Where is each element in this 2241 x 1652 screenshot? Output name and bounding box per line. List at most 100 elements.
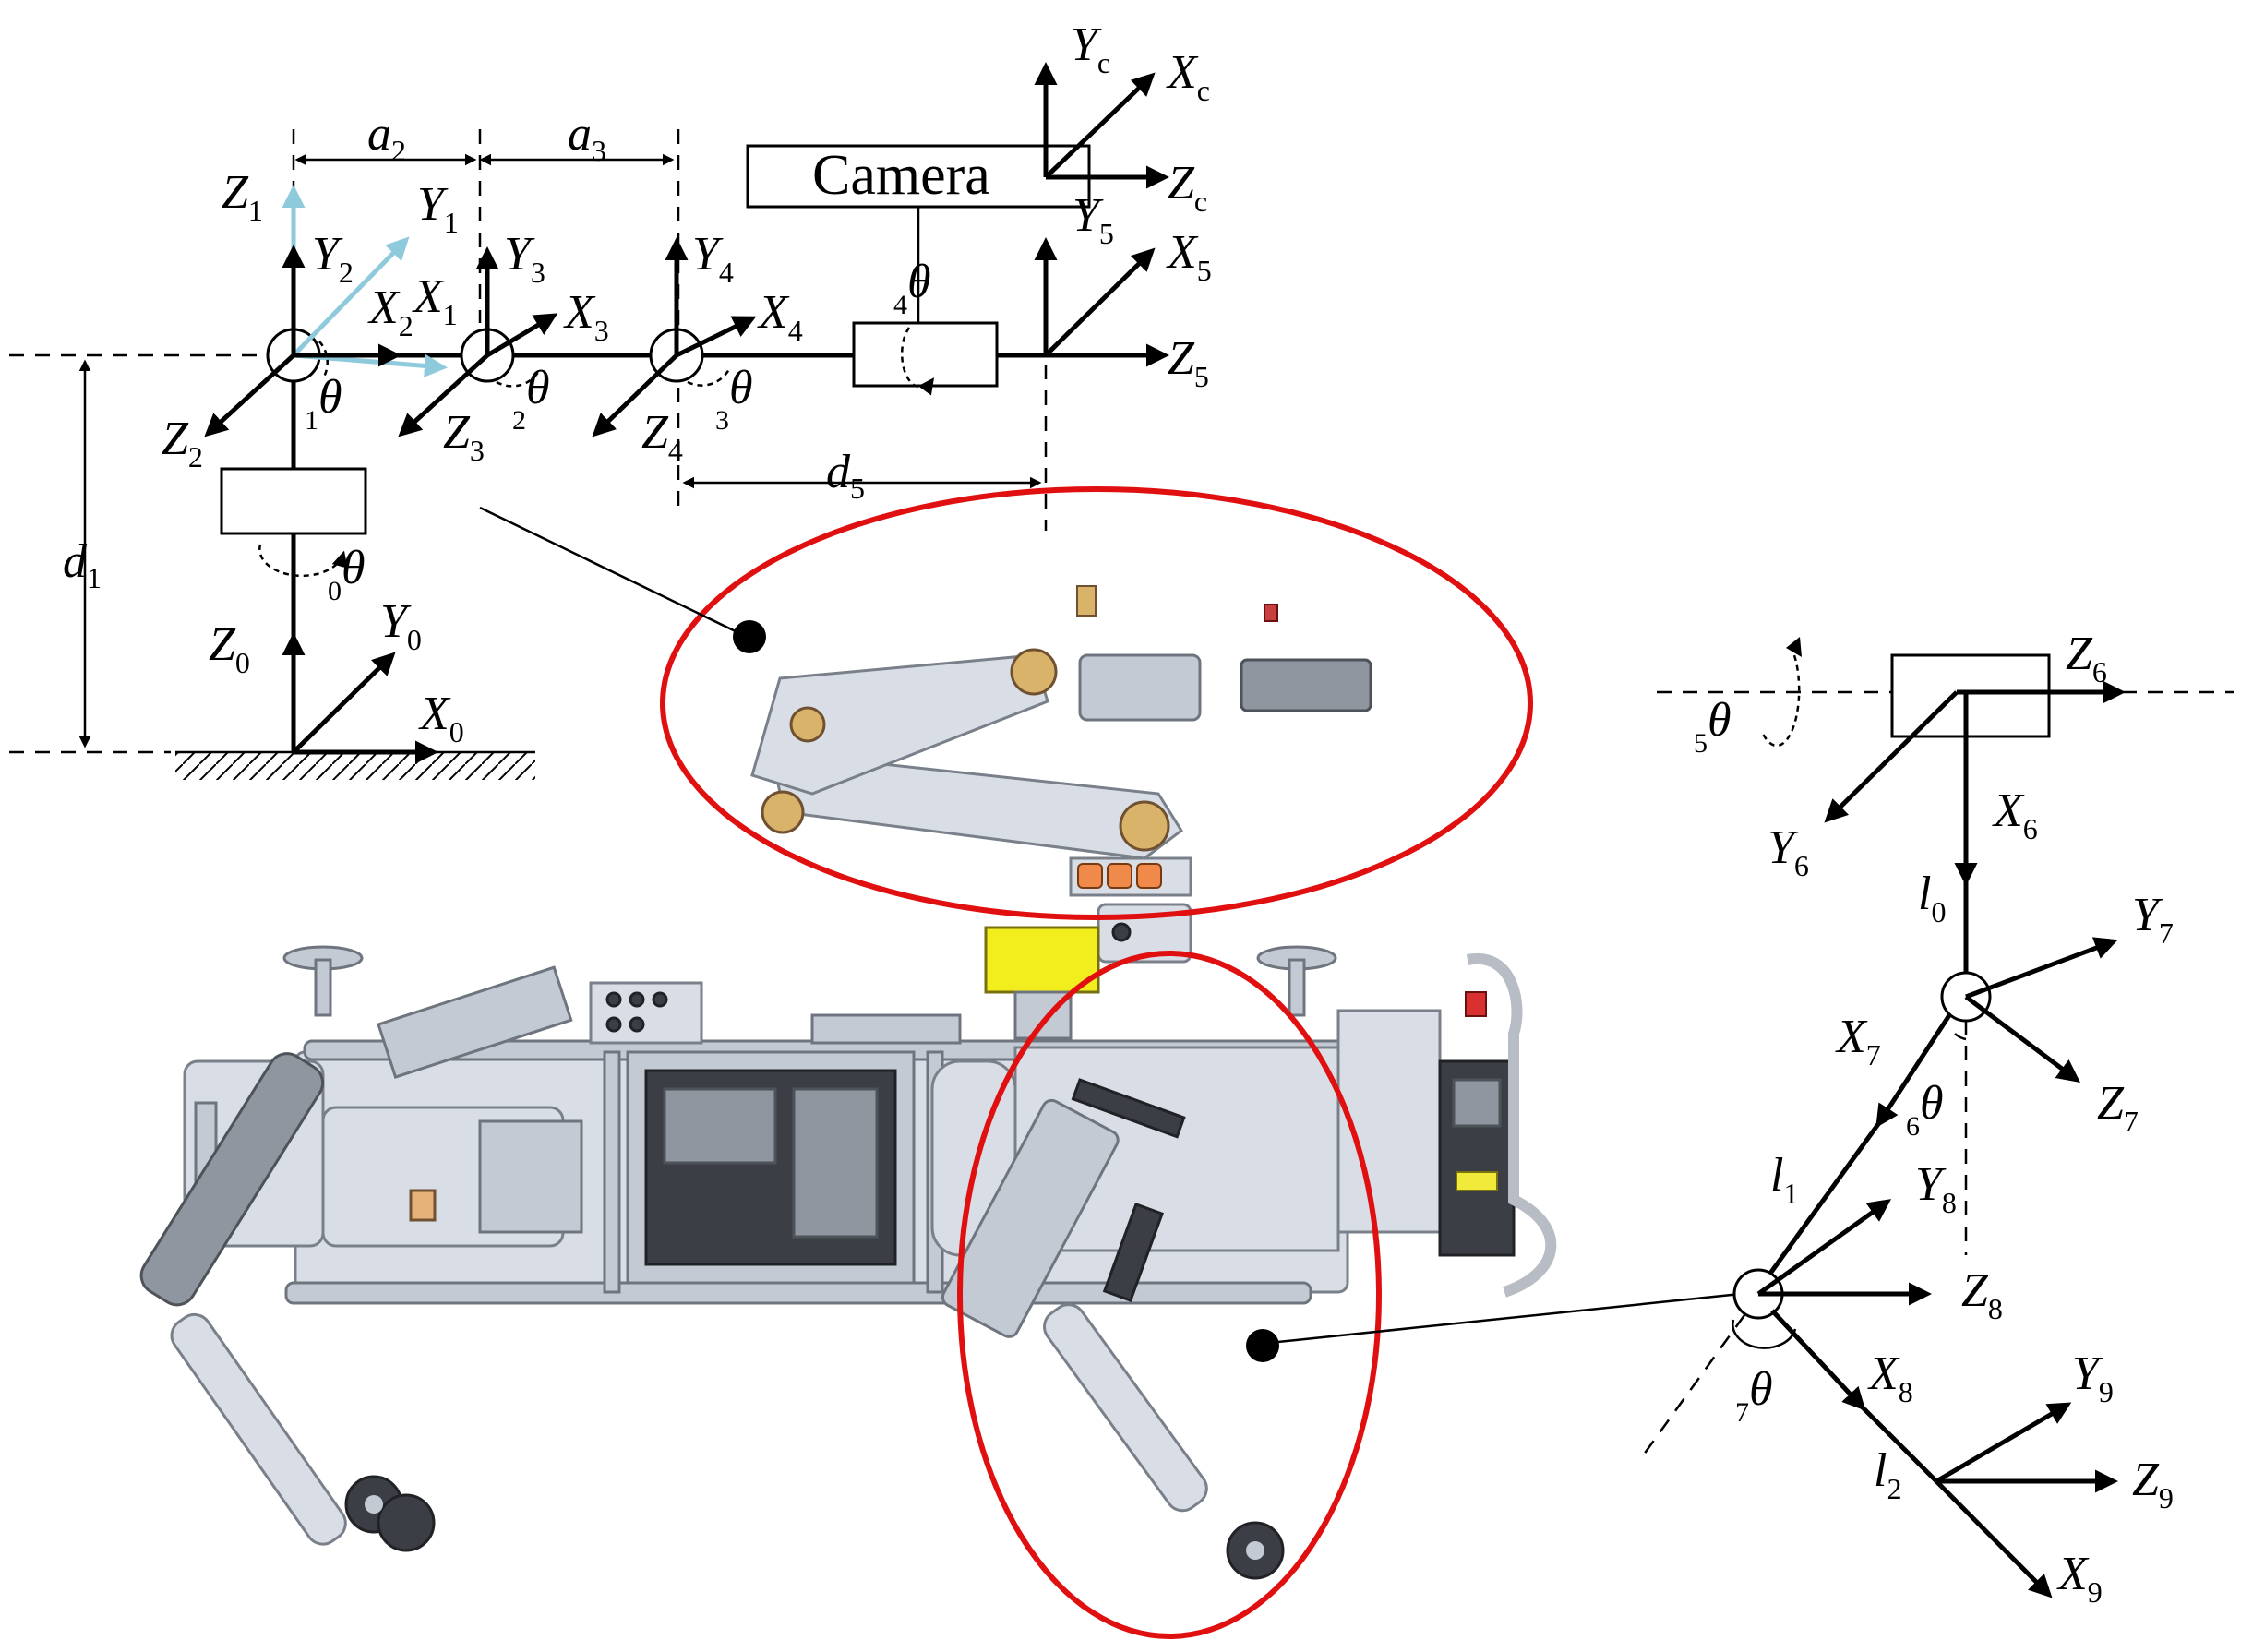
label-z0: Z0 — [209, 618, 250, 679]
label-z4: Z4 — [641, 406, 683, 467]
label-yc: Yc — [1071, 18, 1110, 79]
camera-label: Camera — [812, 144, 990, 207]
axis-y8 — [1756, 1199, 1892, 1297]
pipe-left — [603, 1050, 621, 1294]
lower-rail — [284, 1281, 1312, 1305]
top-plate — [810, 1013, 962, 1045]
rotation-theta2 — [496, 368, 542, 388]
axis-z3 — [398, 353, 489, 437]
axis-z2 — [204, 353, 295, 437]
label-y7: Y7 — [2132, 889, 2174, 950]
axis-y7 — [1965, 937, 2118, 1000]
label-y3: Y3 — [504, 228, 545, 289]
arm-upper-link — [750, 653, 1049, 796]
rotation-theta4 — [900, 327, 935, 396]
axis-y9 — [1935, 1402, 2072, 1484]
rotation-theta1 — [318, 341, 329, 379]
label-x1: X1 — [412, 270, 458, 331]
label-xc: Xc — [1166, 46, 1210, 107]
label-d1: d1 — [63, 535, 102, 594]
label-z9: Z9 — [2132, 1454, 2174, 1514]
leg-schematic — [1639, 637, 2234, 1598]
camera-box — [746, 144, 1091, 209]
label-zc: Zc — [1168, 157, 1207, 218]
label-l2: l2 — [1874, 1444, 1901, 1505]
label-z3: Z3 — [443, 406, 485, 467]
label-theta4: 4θ — [893, 256, 931, 320]
arm-highlight-ellipse — [660, 486, 1533, 920]
label-x2: X2 — [367, 281, 413, 342]
arm-elbow-gear — [1119, 800, 1170, 852]
rotation-theta0 — [258, 544, 348, 578]
pcb-left — [663, 1087, 777, 1165]
label-z5: Z5 — [1168, 332, 1209, 393]
label-theta3: 3θ — [715, 362, 753, 436]
front-thigh — [139, 1052, 325, 1307]
label-z6: Z6 — [2066, 628, 2107, 688]
label-theta5: 5θ — [1694, 694, 1732, 759]
leg-highlight-ellipse — [957, 951, 1382, 1639]
label-y6: Y6 — [1768, 821, 1809, 882]
axis-y6 — [1824, 690, 1959, 823]
rear-frame — [1336, 1009, 1442, 1234]
axis-y0 — [292, 652, 396, 754]
hip-joint-box — [1890, 653, 2051, 738]
manipulator-labels: Z0 Y0 X0 Z1 Y1 X1 Y2 X2 Z2 Y3 X3 Z3 Y4 X… — [63, 18, 1212, 748]
leg-labels: Z6 X6 Y6 Y7 X7 Z7 Y8 Z8 X8 Y9 Z9 X9 l0 l… — [1694, 628, 2174, 1609]
arm-leader-line — [479, 506, 744, 637]
label-y5: Y5 — [1073, 189, 1114, 250]
wrist-joint-box — [852, 321, 999, 388]
ground-hatch — [175, 752, 535, 780]
label-x9: X9 — [2056, 1548, 2103, 1609]
base-joint-box — [220, 467, 367, 535]
arm-leader-dot — [733, 620, 766, 653]
label-x4: X4 — [757, 286, 803, 347]
label-theta0: 0θ — [328, 542, 366, 606]
label-theta1: 1θ — [305, 371, 342, 436]
rear-shank — [1043, 1303, 1208, 1513]
label-y1: Y1 — [417, 178, 459, 239]
leg-leader-line — [1268, 1290, 1759, 1345]
front-shank — [170, 1312, 347, 1546]
label-l0: l0 — [1918, 868, 1946, 928]
brass-block — [409, 1189, 437, 1222]
link-l2 — [1861, 1406, 1938, 1483]
label-y2: Y2 — [312, 228, 354, 289]
axis-xc — [1044, 72, 1156, 179]
label-y9: Y9 — [2072, 1347, 2114, 1408]
label-a2: a2 — [367, 108, 406, 167]
rotation-theta3 — [687, 368, 731, 387]
label-z2: Z2 — [162, 413, 203, 473]
handle-bar — [1466, 952, 1557, 1298]
label-theta6: 6θ — [1906, 1077, 1944, 1142]
axis-x5 — [1044, 247, 1156, 357]
rotation-theta6 — [1954, 1033, 1967, 1041]
label-d5: d5 — [826, 446, 865, 505]
axis-z7 — [1964, 995, 2080, 1083]
axis-y1 — [292, 236, 410, 357]
label-a3: a3 — [568, 108, 606, 167]
axis-x8 — [1770, 1309, 1866, 1411]
rotation-theta5 — [1761, 645, 1801, 748]
axis-z4 — [592, 353, 678, 437]
valve-block — [589, 981, 703, 1045]
arm-gripper — [1240, 658, 1372, 712]
pcb-right — [792, 1087, 879, 1239]
front-hip-link — [377, 965, 573, 1079]
label-y0: Y0 — [380, 595, 422, 656]
label-y4: Y4 — [692, 228, 734, 289]
axis-x3 — [485, 313, 558, 358]
arm-wrist-gear — [1010, 648, 1058, 696]
link-l1 — [1762, 1122, 1881, 1283]
axis-x4 — [675, 316, 757, 358]
robot-illustration — [139, 585, 1557, 1580]
label-x6: X6 — [1992, 784, 2038, 845]
label-z7: Z7 — [2097, 1077, 2139, 1138]
axis-x7 — [1875, 1013, 1952, 1129]
leg-leader-dot — [1246, 1329, 1279, 1362]
arm-motor-cylinder — [1078, 653, 1202, 722]
label-x7: X7 — [1835, 1011, 1881, 1071]
label-x8: X8 — [1867, 1347, 1913, 1408]
